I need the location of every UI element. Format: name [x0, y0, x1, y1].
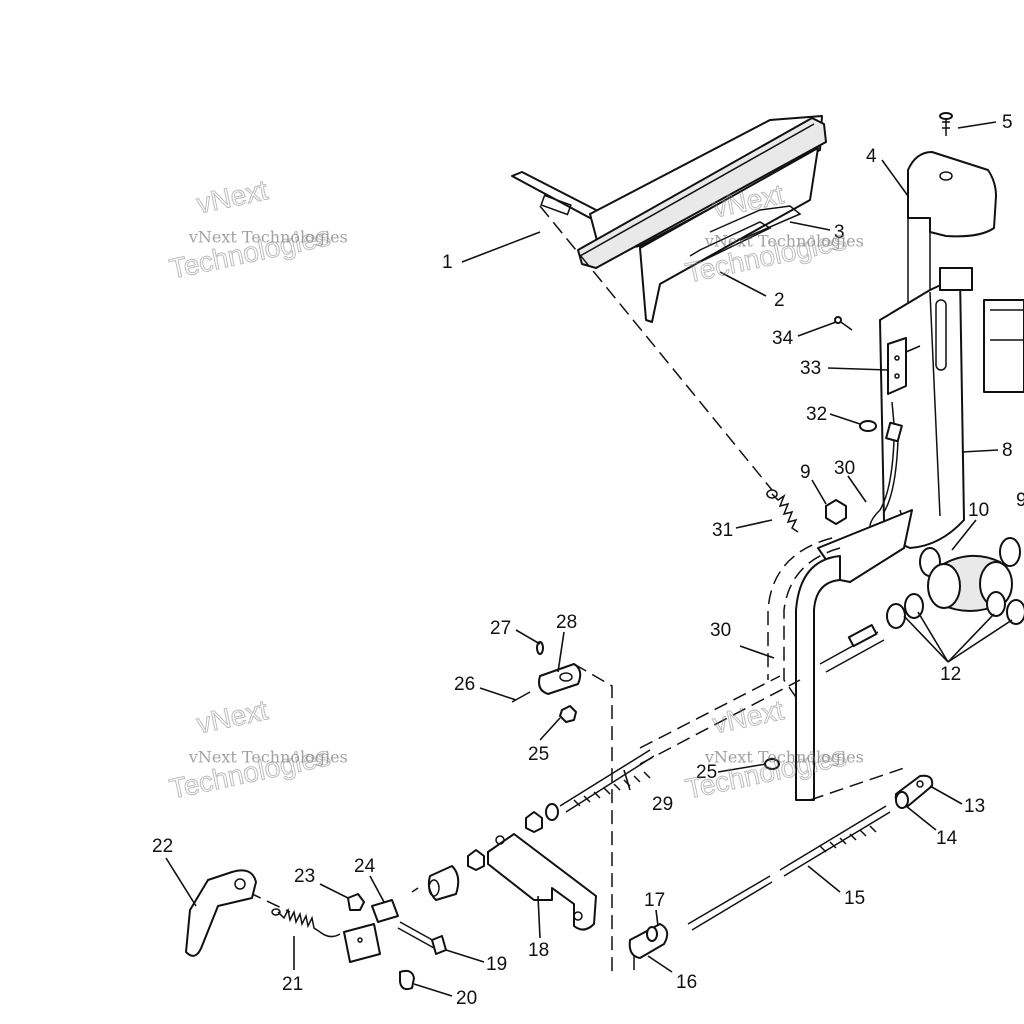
pivot-bolt: [819, 624, 885, 673]
callout-27: 27: [490, 618, 511, 639]
callout-14: 14: [936, 828, 958, 849]
control-rod: [687, 805, 891, 931]
callout-29: 29: [652, 794, 673, 815]
pedal-bracket: [185, 869, 257, 957]
callout-32: 32: [806, 404, 827, 425]
lock-washer: [859, 420, 877, 432]
callout-17: 17: [644, 890, 665, 911]
callout-15: 15: [844, 888, 865, 909]
return-spring: [766, 489, 799, 533]
svg-text:vNext: vNext: [194, 694, 271, 739]
callout-34: 34: [772, 328, 794, 349]
callout-13: 13: [964, 796, 985, 817]
callout-9-a: 9: [800, 462, 811, 483]
svg-text:vNext Technologies: vNext Technologies: [704, 747, 864, 766]
lever-clip: [511, 641, 582, 723]
callout-25-b: 25: [696, 762, 717, 783]
bracket-bolt: [834, 316, 853, 331]
callout-18: 18: [528, 940, 549, 961]
throttle-cable: [525, 749, 655, 833]
handle-cap: [907, 151, 997, 330]
svg-text:vNext: vNext: [710, 694, 787, 739]
callout-1: 1: [442, 252, 453, 273]
adjuster-block: [343, 887, 447, 991]
footrest-rail-assembly: [511, 115, 827, 323]
callout-23: 23: [294, 866, 315, 887]
callout-8: 8: [1002, 440, 1013, 461]
hex-nut: [825, 499, 847, 525]
callout-19: 19: [486, 954, 507, 975]
callout-26: 26: [454, 674, 475, 695]
callout-21: 21: [282, 974, 303, 995]
callout-4: 4: [866, 146, 877, 167]
callout-16: 16: [676, 972, 697, 993]
handle-post: [879, 267, 1024, 549]
svg-text:vNext: vNext: [194, 174, 271, 219]
callout-20: 20: [456, 988, 477, 1009]
callout-28: 28: [556, 612, 577, 633]
watermark: vNext vNext Technologies Technologies: [166, 694, 348, 805]
callout-labels: 1 2 3 4 5 8 9 9 10 12 13 14 15 16 17 18 …: [152, 112, 1024, 1009]
svg-text:vNext Technologies: vNext Technologies: [188, 227, 348, 246]
callout-24: 24: [354, 856, 376, 877]
callout-12: 12: [940, 664, 961, 685]
mount-bracket: [887, 337, 921, 395]
tension-spring: [271, 907, 341, 938]
callout-3: 3: [834, 222, 845, 243]
callout-30-a: 30: [834, 458, 855, 479]
callout-5: 5: [1002, 112, 1013, 133]
callout-22: 22: [152, 836, 173, 857]
svg-text:vNext Technologies: vNext Technologies: [704, 231, 864, 250]
cable-bracket: [487, 833, 597, 931]
svg-text:vNext Technologies: vNext Technologies: [188, 747, 348, 766]
watermark: vNext vNext Technologies Technologies: [166, 174, 348, 285]
rod-end-upper: [894, 774, 934, 809]
callout-25-a: 25: [528, 744, 549, 765]
watermark: vNext vNext Technologies Technologies: [682, 694, 864, 805]
rod-end-lower: [628, 923, 669, 970]
cap-bolt: [939, 112, 953, 136]
leader-lines: [165, 121, 1013, 997]
callout-33: 33: [800, 358, 821, 379]
callout-9-b: 9: [1016, 490, 1024, 511]
callout-2: 2: [774, 290, 785, 311]
pivot-bushing: [886, 537, 1024, 629]
pivot-frame: [767, 509, 913, 801]
callout-10: 10: [968, 500, 989, 521]
callout-31: 31: [712, 520, 733, 541]
callout-30-b: 30: [710, 620, 731, 641]
cable-fitting: [427, 849, 485, 901]
